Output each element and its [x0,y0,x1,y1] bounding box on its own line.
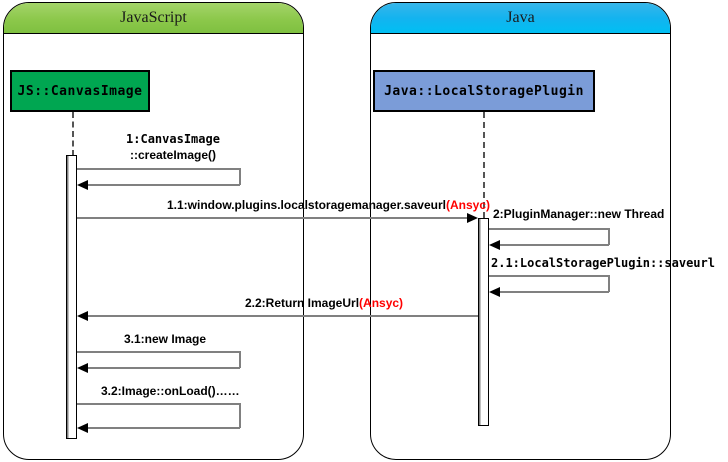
message-3-1-right-segment [239,351,241,368]
frame-title-java: Java [371,3,670,34]
message-label-1-line2: ::createImage() [129,148,217,162]
message-2-top-segment [489,228,609,230]
activation-bar-java [478,218,489,426]
message-1-return-segment [88,184,240,186]
message-3-2-return-segment [88,427,240,429]
message-label-2: 2:PluginManager::new Thread [493,207,664,221]
message-1-1-line [77,217,467,219]
participant-frame-java: Java [370,2,671,460]
message-2-2-line [88,315,478,317]
lifeline-java [483,112,485,218]
message-label-2-2-async: (Ansyc) [359,296,404,310]
lifeline-javascript [72,112,74,156]
message-2-right-segment [608,228,610,245]
message-3-2-arrowhead [77,423,88,433]
message-label-3-2: 3.2:Image::onLoad()…… [101,384,240,398]
message-label-3-1: 3.1:new Image [124,332,206,346]
message-label-2-2: 2.2:Return ImageUrl(Ansyc) [245,296,403,310]
message-2-1-right-segment [608,275,610,292]
message-3-2-right-segment [239,403,241,428]
activation-bar-javascript [66,155,77,439]
message-label-2-1-text: 2.1:LocalStoragePlugin::saveurl [491,256,715,270]
message-label-1-1-async: (Ansyc) [445,198,490,212]
message-label-3-2-text: 3.2:Image::onLoad()…… [101,384,240,398]
message-3-2-top-segment [77,403,240,405]
message-label-1-1: 1.1:window.plugins.localstoragemanager.s… [167,198,490,212]
message-1-1-arrowhead [467,213,478,223]
message-2-2-arrowhead [77,311,88,321]
object-box-java-localstorageplugin-label: Java::LocalStoragePlugin [384,83,584,99]
object-box-js-canvasimage[interactable]: JS::CanvasImage [10,70,150,112]
message-label-1-1-text: 1.1:window.plugins.localstoragemanager.s… [167,198,446,212]
message-2-arrowhead [489,240,500,250]
message-label-1-line1: 1:CanvasImage [126,132,220,146]
message-1-right-segment [239,168,241,185]
message-label-3-1-text: 3.1:new Image [124,332,207,346]
message-3-1-return-segment [88,367,240,369]
message-3-1-arrowhead [77,363,88,373]
message-label-2-2-text: 2.2:Return ImageUrl [245,296,360,310]
message-label-2-1: 2.1:LocalStoragePlugin::saveurl [491,256,715,270]
message-1-top-segment [77,168,240,170]
message-2-1-return-segment [500,291,609,293]
message-2-1-arrowhead [489,287,500,297]
message-2-return-segment [500,244,609,246]
message-label-1: 1:CanvasImage ::createImage() [98,131,248,163]
message-label-2-text: 2:PluginManager::new Thread [493,207,665,221]
object-box-js-canvasimage-label: JS::CanvasImage [17,83,143,99]
frame-title-javascript: JavaScript [4,3,303,34]
message-2-1-top-segment [489,275,609,277]
message-3-1-top-segment [77,351,240,353]
object-box-java-localstorageplugin[interactable]: Java::LocalStoragePlugin [373,70,595,112]
message-1-arrowhead [77,180,88,190]
